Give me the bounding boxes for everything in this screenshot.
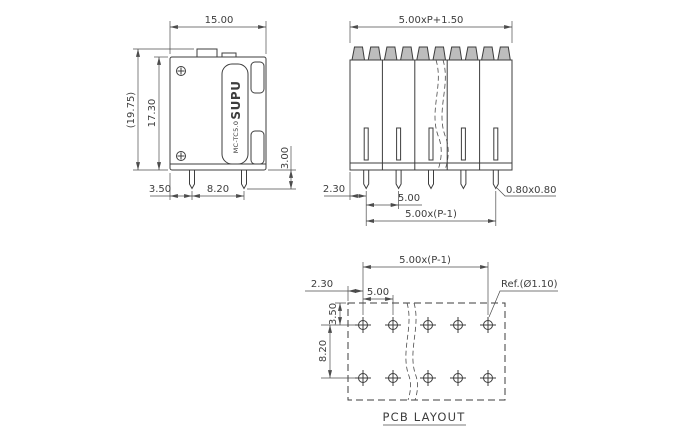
extension-lines bbox=[150, 173, 245, 200]
dim-row-pitch-label: 8.20 bbox=[318, 340, 329, 362]
top-latch bbox=[196, 48, 218, 57]
extension-lines bbox=[324, 172, 497, 226]
dim-hole-span-label: 5.00x(P-1) bbox=[399, 255, 451, 266]
dim-pin-span-label: 5.00x(P-1) bbox=[405, 209, 457, 220]
pin bbox=[428, 170, 434, 190]
extension-lines bbox=[305, 286, 349, 301]
clamp-teeth bbox=[351, 46, 511, 61]
clamp-bottom bbox=[250, 130, 265, 165]
dim-hole-pitch-label: 5.00 bbox=[367, 287, 389, 298]
drill-hole-cross bbox=[385, 317, 401, 333]
extension-lines bbox=[169, 21, 267, 54]
front-view-body bbox=[349, 46, 513, 171]
drill-hole-cross bbox=[480, 317, 496, 333]
drill-hole-cross bbox=[450, 317, 466, 333]
pcb-caption: PCB LAYOUT bbox=[382, 410, 465, 424]
dim-pin-pitch-label: 8.20 bbox=[207, 184, 229, 195]
dim-pitch-label: 5.00 bbox=[398, 193, 420, 204]
leader-line bbox=[488, 290, 558, 318]
side-view-pins bbox=[189, 170, 247, 190]
board-outline bbox=[347, 302, 506, 401]
marking-panel bbox=[221, 63, 249, 165]
front-view-pins bbox=[363, 170, 499, 190]
top-step bbox=[221, 52, 237, 57]
side-view: SUPU MC-TC5.0 15.00 (19.75) 17.30 3.00 3… bbox=[126, 15, 296, 200]
drill-holes bbox=[355, 317, 496, 386]
break-line bbox=[434, 59, 442, 171]
drill-hole-cross bbox=[450, 370, 466, 386]
drill-hole-cross bbox=[420, 317, 436, 333]
break-line bbox=[405, 302, 411, 401]
pcb-dimensions: 5.00x(P-1) 2.30 5.00 Ref.(Ø1.10) 3.50 8.… bbox=[305, 255, 558, 379]
side-view-body bbox=[169, 48, 267, 171]
front-view-dimensions: 5.00xP+1.50 2.30 5.00 0.80x0.80 5.00x(P-… bbox=[323, 15, 556, 226]
model-label: MC-TC5.0 bbox=[232, 121, 240, 154]
pin bbox=[241, 170, 247, 190]
pole-slots bbox=[363, 127, 499, 161]
dim-pin-cross-section-label: 0.80x0.80 bbox=[506, 185, 556, 196]
break-line bbox=[412, 302, 418, 401]
drill-hole-cross bbox=[355, 317, 371, 333]
dim-height-body-label: 17.30 bbox=[147, 99, 158, 128]
connector-body bbox=[349, 59, 513, 171]
leader-line bbox=[496, 187, 556, 197]
extension-lines bbox=[321, 302, 355, 379]
pcb-layout-view: 5.00x(P-1) 2.30 5.00 Ref.(Ø1.10) 3.50 8.… bbox=[305, 255, 558, 426]
hole-reference-label: Ref.(Ø1.10) bbox=[501, 278, 558, 290]
screw-bottom-cross bbox=[177, 152, 185, 160]
screw-bottom bbox=[176, 151, 186, 161]
screw-top-cross bbox=[177, 67, 185, 75]
front-view: 5.00xP+1.50 2.30 5.00 0.80x0.80 5.00x(P-… bbox=[323, 15, 556, 226]
clamp-top bbox=[250, 61, 265, 94]
break-lines bbox=[405, 302, 418, 401]
extension-lines bbox=[133, 48, 194, 171]
pin bbox=[460, 170, 467, 190]
pole-dividers bbox=[381, 60, 481, 170]
dim-total-width-label: 5.00xP+1.50 bbox=[399, 15, 464, 26]
dim-first-hole-offset-label: 2.30 bbox=[311, 279, 333, 290]
side-view-dimensions: 15.00 (19.75) 17.30 3.00 3.50 8.20 bbox=[126, 15, 296, 200]
dim-width-label: 15.00 bbox=[205, 15, 234, 26]
dim-row-offset-label: 3.50 bbox=[328, 303, 339, 325]
pin bbox=[395, 170, 402, 190]
break-lines bbox=[434, 59, 449, 171]
dim-first-pin-offset-label: 2.30 bbox=[323, 184, 345, 195]
dim-pin-offset-label: 3.50 bbox=[149, 184, 171, 195]
drill-hole-cross bbox=[480, 370, 496, 386]
drill-hole-cross bbox=[355, 370, 371, 386]
screw-top bbox=[176, 66, 186, 76]
drill-hole-cross bbox=[420, 370, 436, 386]
pin bbox=[363, 170, 370, 190]
dim-height-total-label: (19.75) bbox=[126, 92, 137, 129]
extension-lines bbox=[349, 21, 513, 43]
pin bbox=[189, 170, 195, 190]
brand-label: SUPU bbox=[229, 80, 243, 119]
connector-body bbox=[169, 56, 267, 171]
drill-hole-cross bbox=[385, 370, 401, 386]
dim-pin-length-label: 3.00 bbox=[280, 147, 291, 169]
extension-lines bbox=[362, 262, 489, 315]
pin bbox=[492, 170, 499, 190]
